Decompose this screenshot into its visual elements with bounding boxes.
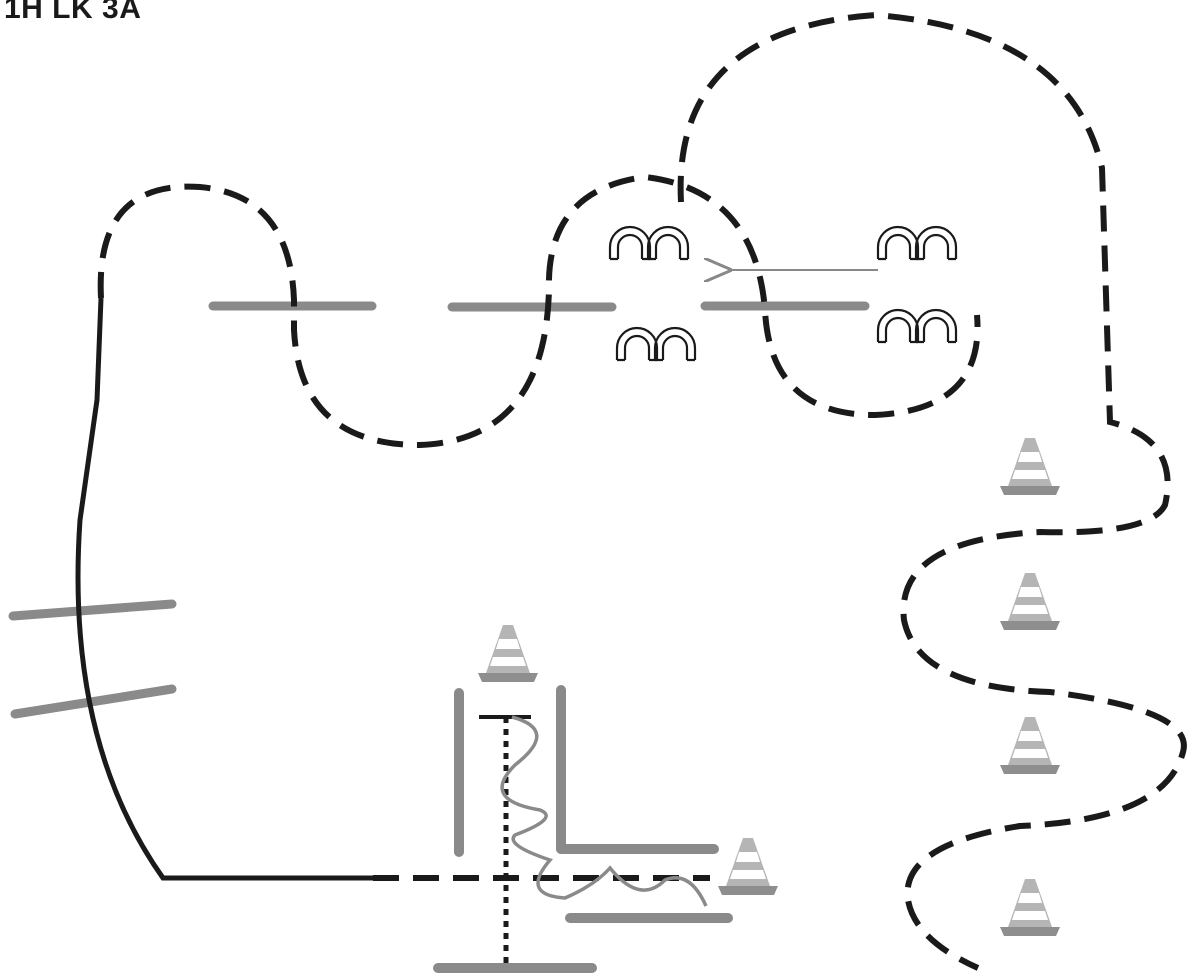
- cavaletti-arch-group-1: [608, 225, 690, 261]
- cavaletti-arch-group-4: [876, 308, 958, 344]
- ground-poles: [8, 301, 870, 973]
- pole-left-2: [10, 684, 177, 719]
- cone-icon: [1000, 717, 1060, 774]
- cavaletti-arch-group-3: [876, 225, 958, 261]
- cone-icon: [1000, 438, 1060, 495]
- cavaletti-arch-group-2: [615, 326, 697, 362]
- cone-icon: [718, 838, 778, 895]
- wavy-line: [500, 715, 708, 907]
- cone-icon: [1000, 573, 1060, 630]
- solid-path: [75, 297, 373, 881]
- diagram-title: 1H LK 3A: [4, 0, 142, 25]
- cone-icon: [478, 625, 538, 682]
- pole-left-1: [8, 599, 177, 621]
- cone-icon: [1000, 879, 1060, 936]
- dashed-path: [97, 11, 1187, 971]
